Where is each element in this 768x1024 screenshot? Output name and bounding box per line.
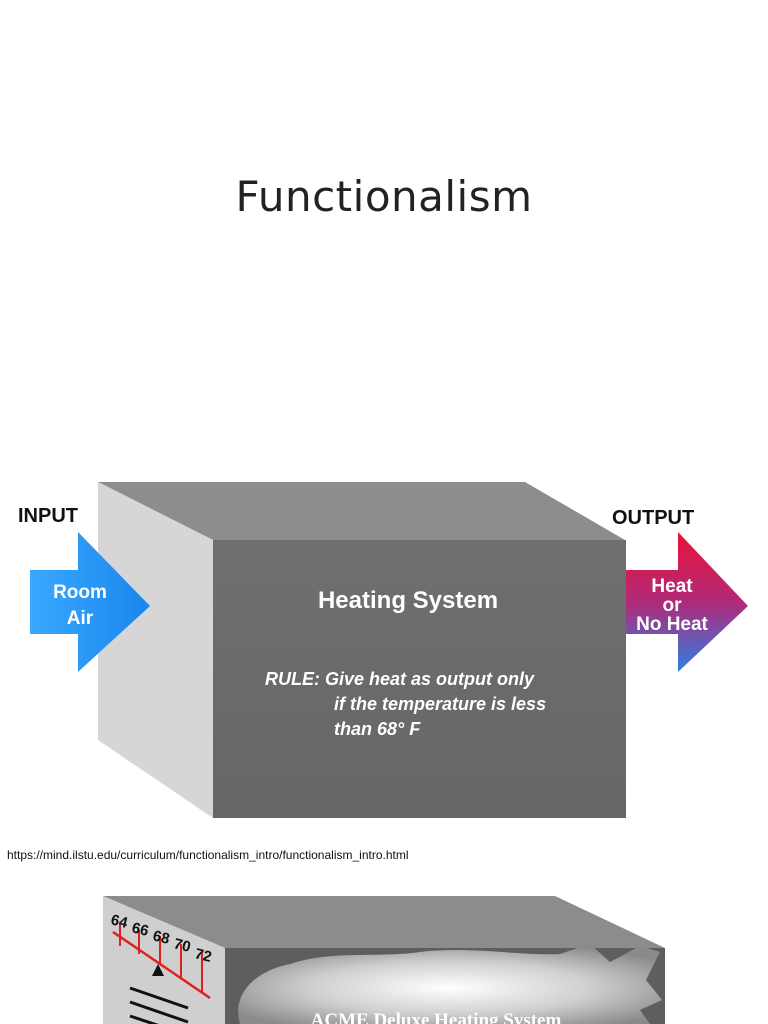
rule-line-3: than 68° F — [334, 719, 421, 739]
slide-title: Functionalism — [235, 172, 533, 221]
dial-number-70: 70 — [172, 935, 192, 956]
acme-box-top-face — [103, 896, 665, 948]
acme-heating-system-diagram: 64 66 68 70 72 ACME Deluxe Heating Syste… — [103, 896, 665, 1024]
output-arrow-line-3: No Heat — [636, 614, 708, 635]
dial-number-64: 64 — [109, 911, 130, 932]
source-url: https://mind.ilstu.edu/curriculum/functi… — [7, 848, 409, 862]
box-title: Heating System — [318, 587, 498, 614]
box-side-face — [98, 482, 213, 818]
dial-number-68: 68 — [151, 927, 171, 948]
input-arrow-line-1: Room — [53, 582, 107, 603]
rule-line-2: if the temperature is less — [334, 694, 546, 714]
rule-line-1: RULE: Give heat as output only — [265, 669, 535, 689]
output-arrow-line-2: or — [663, 595, 683, 616]
box-top-face — [98, 482, 625, 540]
output-arrow-line-1: Heat — [651, 576, 693, 597]
dial-number-66: 66 — [130, 919, 150, 940]
dial-number-72: 72 — [193, 945, 213, 966]
input-arrow — [30, 532, 150, 672]
thermostat-dial: 64 66 68 70 72 — [109, 911, 213, 1000]
input-arrow-line-2: Air — [67, 608, 94, 629]
acme-box-side-face — [103, 896, 225, 1024]
acme-box-title: ACME Deluxe Heating System — [311, 1010, 562, 1024]
output-arrow — [626, 532, 748, 672]
heating-system-diagram: INPUT Room Air Heating System RULE: Give… — [18, 482, 748, 818]
vent-slats — [129, 986, 189, 1024]
input-label: INPUT — [18, 505, 78, 527]
thermostat-pointer-icon — [152, 964, 164, 976]
output-label: OUTPUT — [612, 507, 694, 529]
box-front-face — [213, 540, 626, 818]
acme-burst-shape — [238, 944, 662, 1024]
